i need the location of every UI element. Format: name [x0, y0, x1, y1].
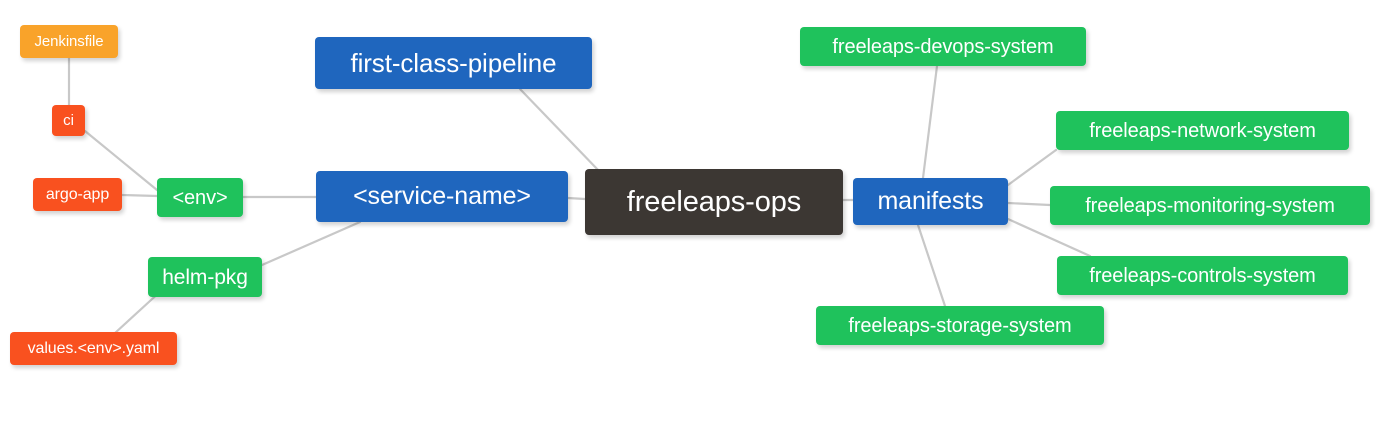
edge-env-to-ci [83, 129, 159, 192]
node-freeleaps-storage-system[interactable]: freeleaps-storage-system [816, 306, 1104, 345]
edge-helm-pkg-to-values-env-yaml [113, 288, 164, 335]
node-label: freeleaps-controls-system [1089, 264, 1316, 287]
edge-manifests-to-freeleaps-controls-system [1006, 217, 1092, 258]
node-freeleaps-monitoring-system[interactable]: freeleaps-monitoring-system [1050, 186, 1370, 225]
node-helm-pkg[interactable]: helm-pkg [148, 257, 262, 297]
node-label: freeleaps-monitoring-system [1085, 194, 1335, 217]
node-label: values.<env>.yaml [27, 339, 160, 357]
node-manifests[interactable]: manifests [853, 178, 1008, 225]
node-label: freeleaps-ops [626, 185, 802, 218]
edge-env-to-argo-app [120, 193, 159, 198]
edge-freeleaps-ops-to-first-class-pipeline [518, 87, 602, 174]
node-label: ci [63, 112, 74, 129]
node-freeleaps-network-system[interactable]: freeleaps-network-system [1056, 111, 1349, 150]
node-label: freeleaps-storage-system [848, 314, 1072, 337]
node-first-class-pipeline[interactable]: first-class-pipeline [315, 37, 592, 89]
node-service-name[interactable]: <service-name> [316, 171, 568, 222]
node-label: manifests [877, 187, 984, 215]
edge-manifests-to-freeleaps-network-system [1006, 148, 1058, 187]
node-label: freeleaps-devops-system [832, 35, 1054, 58]
node-label: <env> [172, 186, 228, 209]
edge-service-name-to-helm-pkg [260, 220, 362, 267]
node-freeleaps-devops-system[interactable]: freeleaps-devops-system [800, 27, 1086, 66]
node-label: Jenkinsfile [34, 33, 104, 50]
node-label: freeleaps-network-system [1089, 119, 1316, 142]
node-label: <service-name> [353, 182, 531, 210]
node-label: first-class-pipeline [350, 48, 557, 78]
node-freeleaps-ops[interactable]: freeleaps-ops [585, 169, 843, 235]
node-values-env-yaml[interactable]: values.<env>.yaml [10, 332, 177, 365]
node-argo-app[interactable]: argo-app [33, 178, 122, 211]
node-label: argo-app [45, 185, 110, 203]
edge-manifests-to-freeleaps-devops-system [921, 64, 939, 180]
node-label: helm-pkg [162, 265, 248, 289]
node-env[interactable]: <env> [157, 178, 243, 217]
edge-freeleaps-ops-to-service-name [566, 196, 587, 201]
node-freeleaps-controls-system[interactable]: freeleaps-controls-system [1057, 256, 1348, 295]
node-Jenkinsfile[interactable]: Jenkinsfile [20, 25, 118, 58]
edge-manifests-to-freeleaps-storage-system [916, 223, 947, 308]
edge-manifests-to-freeleaps-monitoring-system [1006, 201, 1052, 207]
node-ci[interactable]: ci [52, 105, 85, 136]
